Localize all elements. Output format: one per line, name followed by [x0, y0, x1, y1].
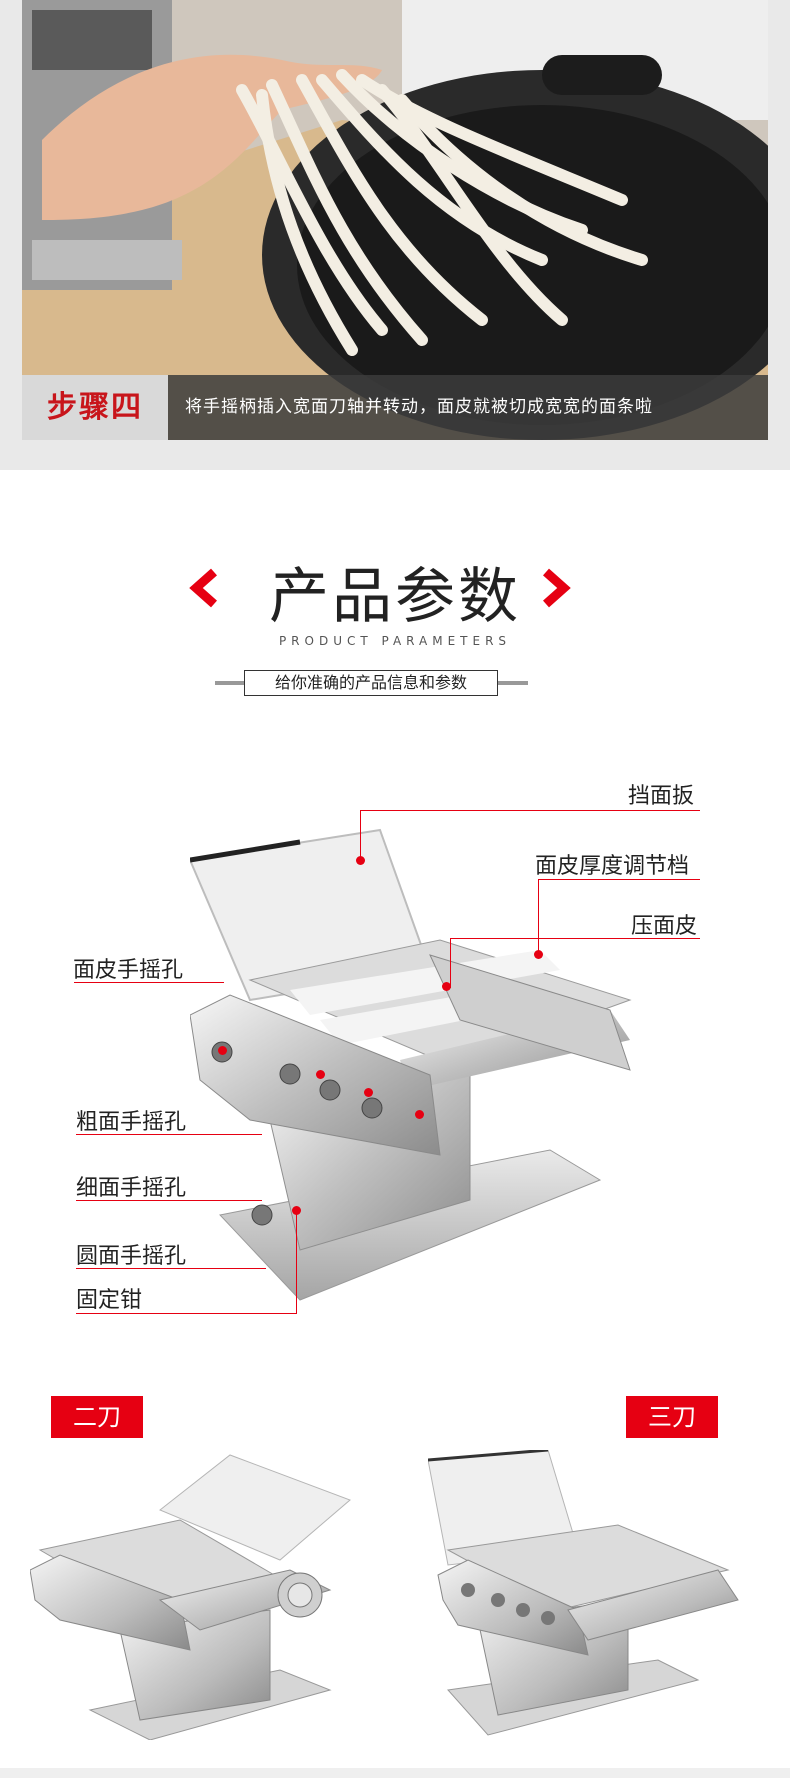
step-badge: 步骤四 — [47, 390, 143, 425]
label-sheet-crank-hole: 面皮手摇孔 — [73, 958, 184, 983]
leader-line-sheet-crank — [74, 982, 224, 983]
two-blade-machine-image — [29, 1450, 360, 1744]
chevron-right-icon — [540, 568, 574, 612]
label-round-noodle-hole: 圆面手摇孔 — [76, 1244, 187, 1269]
bottom-strip — [0, 1768, 790, 1778]
leader-line-clamp — [76, 1313, 296, 1314]
leader-line-press-roller-v — [450, 938, 451, 988]
chevron-left-icon — [186, 568, 220, 612]
leader-line-clamp-v — [296, 1210, 297, 1314]
label-thickness-knob: 面皮厚度调节档 — [535, 854, 690, 879]
variant-two-blade-tag: 二刀 — [51, 1396, 143, 1438]
label-guard-plate: 挡面扳 — [628, 784, 695, 809]
marker-dot — [442, 982, 451, 991]
step-description: 将手摇柄插入宽面刀轴并转动，面皮就被切成宽宽的面条啦 — [185, 397, 653, 417]
pasta-machine-image — [188, 820, 730, 1314]
leader-line-press-roller — [450, 938, 700, 939]
noodle-photo-illustration — [22, 0, 768, 440]
label-press-roller: 压面皮 — [631, 914, 698, 939]
leader-line-guard-plate-v — [360, 810, 361, 860]
leader-line-thick-noodle — [76, 1134, 262, 1135]
label-thick-noodle-hole: 粗面手摇孔 — [76, 1110, 187, 1135]
marker-dot — [356, 856, 365, 865]
section-title: 产品参数 — [269, 562, 521, 632]
leader-line-round-noodle — [76, 1268, 266, 1269]
section-tagline: 给你准确的产品信息和参数 — [244, 670, 498, 696]
step-photo — [22, 0, 768, 440]
three-blade-machine-image — [427, 1448, 758, 1744]
marker-dot — [415, 1110, 424, 1119]
step-badge-background — [22, 375, 168, 440]
marker-dot — [534, 950, 543, 959]
leader-line-thin-noodle — [76, 1200, 262, 1201]
leader-line-guard-plate — [360, 810, 700, 811]
marker-dot — [316, 1070, 325, 1079]
variant-three-blade-tag: 三刀 — [626, 1396, 718, 1438]
divider-right — [498, 681, 528, 685]
marker-dot — [364, 1088, 373, 1097]
label-thin-noodle-hole: 细面手摇孔 — [76, 1176, 187, 1201]
leader-line-thickness-knob-v — [538, 879, 539, 954]
label-clamp: 固定钳 — [76, 1288, 143, 1313]
leader-line-thickness-knob — [538, 879, 700, 880]
section-subtitle-en: PRODUCT PARAMETERS — [278, 634, 512, 648]
marker-dot — [218, 1046, 227, 1055]
marker-dot — [292, 1206, 301, 1215]
divider-left — [215, 681, 245, 685]
